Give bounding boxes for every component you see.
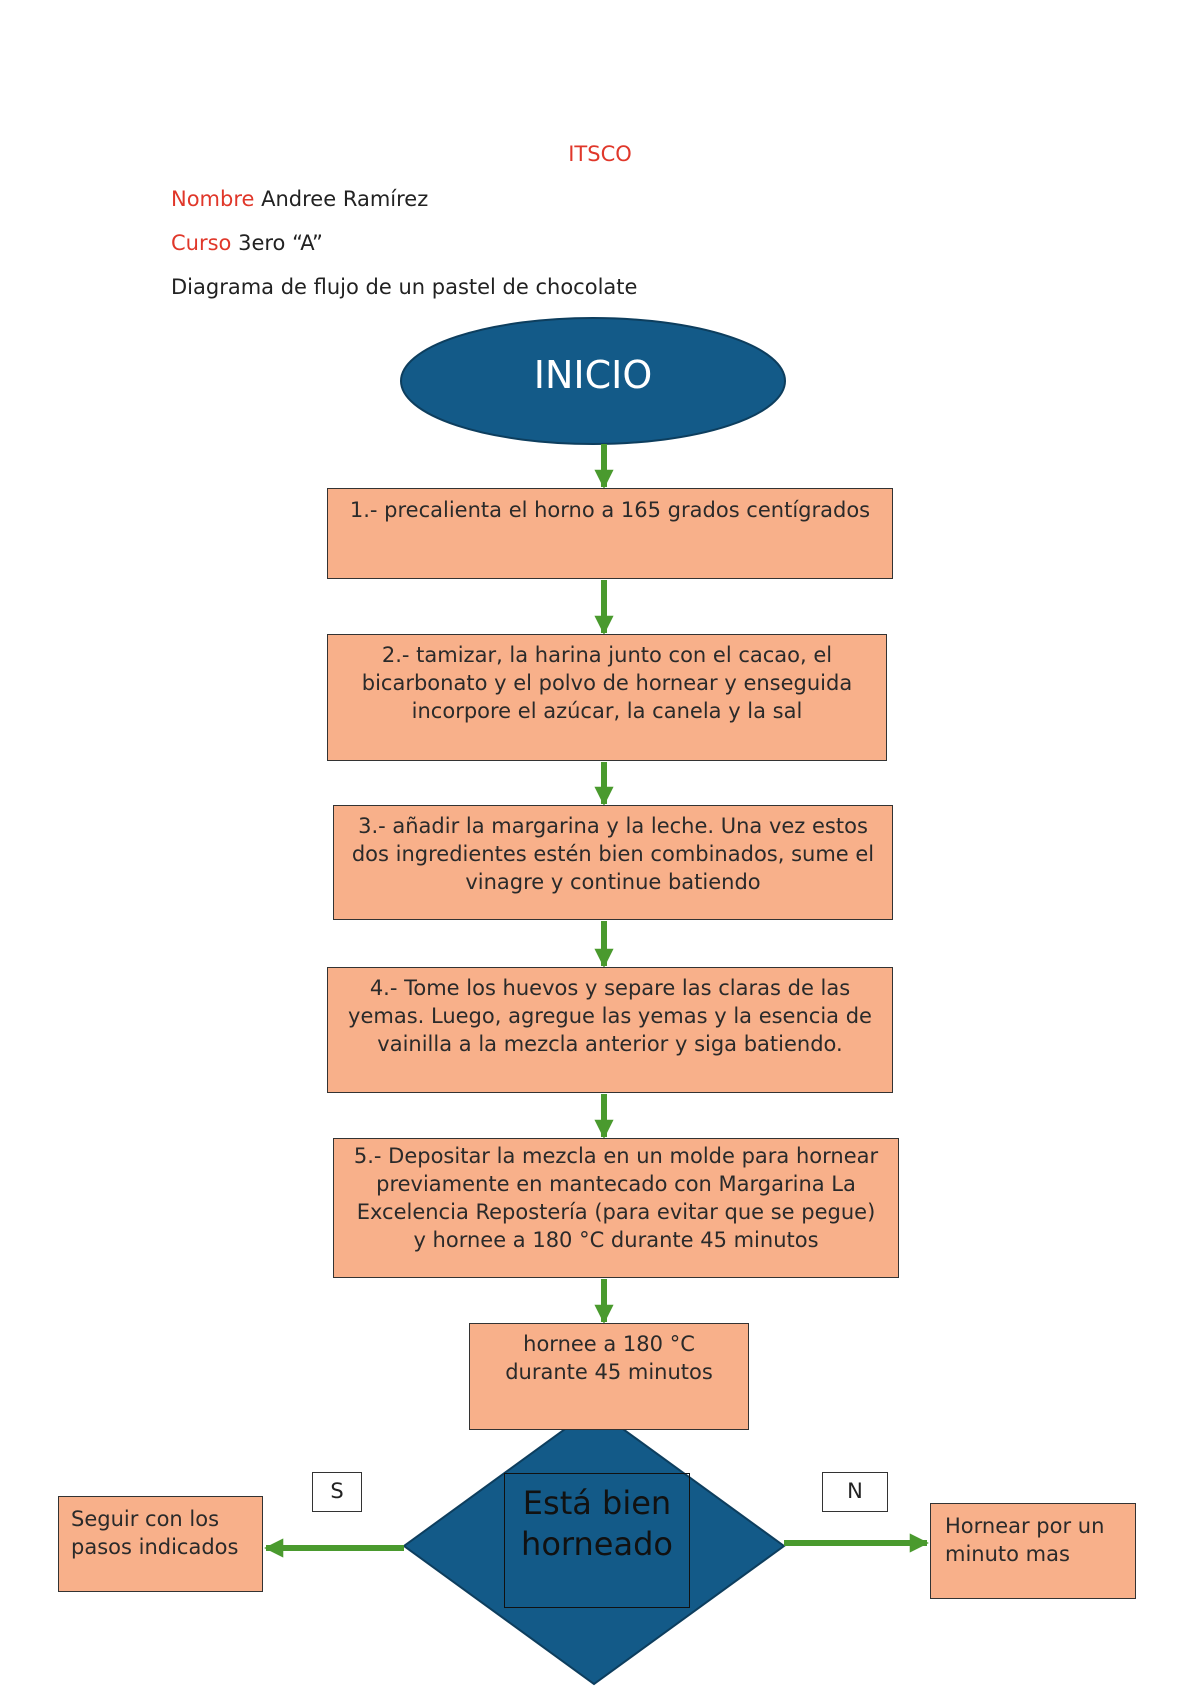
step-4-box: 4.- Tome los huevos y separe las claras … [327,967,893,1093]
no-action-box: Hornear por un minuto mas [930,1503,1136,1599]
decision-label: Está bien horneado [504,1473,690,1608]
student-name-line: Nombre Andree Ramírez [171,187,428,211]
step-5-box: 5.- Depositar la mezcla en un molde para… [333,1138,899,1278]
course-label: Curso [171,231,232,255]
start-ellipse [400,317,786,445]
name-value: Andree Ramírez [261,187,429,211]
course-line: Curso 3ero “A” [171,231,323,255]
step-2-box: 2.- tamizar, la harina junto con el caca… [327,634,887,761]
diagram-description: Diagrama de flujo de un pastel de chocol… [171,275,638,299]
course-value: 3ero “A” [238,231,323,255]
name-label: Nombre [171,187,255,211]
step-1-box: 1.- precalienta el horno a 165 grados ce… [327,488,893,579]
yes-action-box: Seguir con los pasos indicados [58,1496,263,1592]
step-3-box: 3.- añadir la margarina y la leche. Una … [333,805,893,920]
document-title: ITSCO [568,142,632,166]
step-6-box: hornee a 180 °C durante 45 minutos [469,1323,749,1430]
yes-branch-label: S [312,1472,362,1512]
no-branch-label: N [822,1472,888,1512]
start-label: INICIO [533,353,653,397]
